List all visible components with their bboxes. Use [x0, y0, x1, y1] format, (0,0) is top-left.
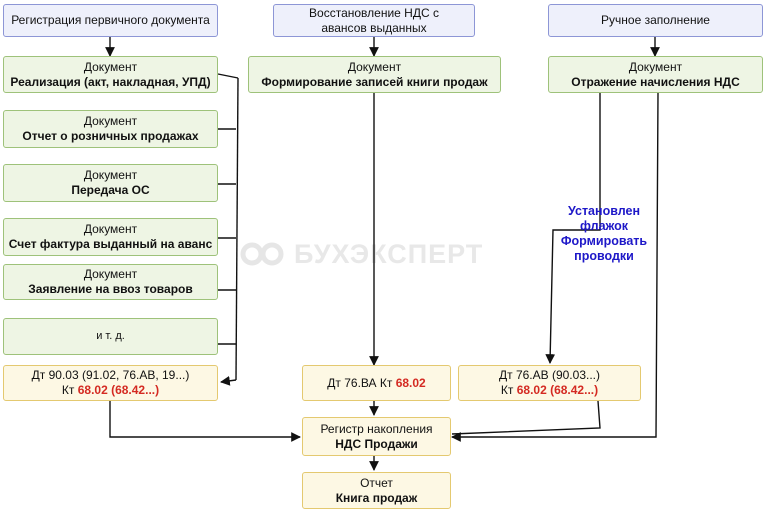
document-name: Передача ОС	[71, 183, 150, 197]
document-box-advance-invoice: Документ Счет фактура выданный на аванс	[3, 218, 218, 256]
posting-kt-prefix: Кт	[61, 383, 78, 397]
posting-line-2: Кт 68.02 (68.42...)	[62, 383, 159, 398]
posting-kt-account: 68.02 (68.42...)	[77, 383, 160, 397]
document-title: Документ	[83, 114, 138, 128]
document-box-sale: Документ Реализация (акт, накладная, УПД…	[3, 56, 218, 93]
document-box-asset-transfer: Документ Передача ОС	[3, 164, 218, 202]
header-manual-label: Ручное заполнение	[601, 13, 710, 27]
posting-line-1: Дт 76.АВ (90.03...)	[498, 368, 600, 382]
posting-line-1: Дт 90.03 (91.02, 76.АВ, 19...)	[31, 368, 190, 382]
document-title: Документ	[83, 222, 138, 236]
document-title: Документ	[347, 59, 402, 74]
posting-box-left: Дт 90.03 (91.02, 76.АВ, 19...) Кт 68.02 …	[3, 365, 218, 401]
document-box-etc: и т. д.	[3, 318, 218, 355]
report-name: Книга продаж	[335, 490, 418, 505]
document-title: Документ	[628, 59, 683, 74]
header-restore-label: Восстановление НДС с авансов выданных	[309, 5, 439, 35]
posting-line: Дт 76.ВА Кт 68.02	[327, 376, 425, 391]
header-registration: Регистрация первичного документа	[3, 4, 218, 37]
document-box-sales-book-records: Документ Формирование записей книги прод…	[248, 56, 501, 93]
header-restore: Восстановление НДС с авансов выданных	[273, 4, 475, 37]
document-title: Документ	[83, 59, 138, 74]
document-name: Отражение начисления НДС	[571, 74, 740, 89]
document-title: Документ	[83, 267, 138, 281]
posting-kt-account: 68.02 (68.42...)	[516, 383, 599, 397]
document-name: Отчет о розничных продажах	[22, 129, 199, 143]
header-registration-label: Регистрация первичного документа	[11, 13, 210, 27]
document-title: Документ	[83, 168, 138, 182]
watermark-logo-icon	[240, 242, 284, 266]
register-name: НДС Продажи	[335, 436, 418, 451]
report-title: Отчет	[360, 475, 393, 490]
report-box: Отчет Книга продаж	[302, 472, 451, 509]
document-name: Счет фактура выданный на аванс	[8, 237, 213, 251]
posting-line-2: Кт 68.02 (68.42...)	[501, 383, 598, 398]
register-box: Регистр накопления НДС Продажи	[302, 417, 451, 456]
header-manual: Ручное заполнение	[548, 4, 763, 37]
watermark: БУХЭКСПЕРТ	[240, 238, 483, 270]
document-box-retail: Документ Отчет о розничных продажах	[3, 110, 218, 148]
posting-box-middle: Дт 76.ВА Кт 68.02	[302, 365, 451, 401]
document-name: Формирование записей книги продаж	[261, 74, 488, 89]
register-title: Регистр накопления	[320, 421, 433, 436]
posting-box-right: Дт 76.АВ (90.03...) Кт 68.02 (68.42...)	[458, 365, 641, 401]
flag-note: Установлен флажок Формировать проводки	[555, 204, 653, 264]
posting-kt-prefix: Кт	[500, 383, 517, 397]
document-name: Заявление на ввоз товаров	[28, 282, 193, 296]
document-box-import-statement: Документ Заявление на ввоз товаров	[3, 264, 218, 300]
document-box-vat-accrual: Документ Отражение начисления НДС	[548, 56, 763, 93]
document-name: и т. д.	[96, 330, 125, 342]
posting-prefix: Дт 76.ВА Кт	[327, 375, 396, 390]
posting-kt-account: 68.02	[395, 375, 426, 390]
watermark-text: БУХЭКСПЕРТ	[294, 238, 484, 269]
document-name: Реализация (акт, накладная, УПД)	[10, 74, 211, 89]
flag-note-text: Установлен флажок Формировать проводки	[560, 204, 648, 263]
